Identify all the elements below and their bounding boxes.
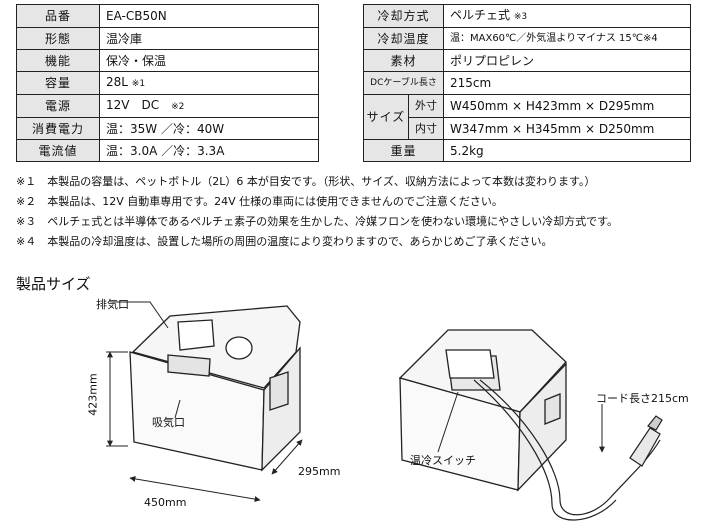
spec-note-ref: ※2 [171, 102, 185, 112]
spec-key: 消費電力 [16, 117, 100, 140]
footnote: ※３ ペルチェ式とは半導体であるペルチェ素子の効果を生かした、冷媒フロンを使わな… [16, 215, 619, 228]
spec-table: 品番 EA-CB50N 冷却方式 ペルチェ式 ※3 形態 温冷庫 冷却温度 温：… [16, 4, 691, 162]
switch-label: 温冷スイッチ [410, 454, 476, 467]
exhaust-label: 排気口 [96, 298, 129, 311]
plug-icon [629, 415, 663, 467]
spec-key: サイズ [363, 94, 409, 140]
spec-value-text: 28L [106, 75, 128, 89]
footnotes: ※１ 本製品の容量は、ペットボトル（2L）6 本が目安です。（形状、サイズ、収納… [16, 172, 618, 252]
section-title: 製品サイズ [16, 275, 91, 293]
spec-note-ref: ※3 [513, 12, 528, 22]
spec-key: 形態 [16, 27, 100, 50]
cord-length-label: コード長さ215cm [596, 392, 689, 405]
intake-label: 吸気口 [152, 416, 185, 429]
spec-value: 12V DC ※2 [99, 94, 319, 118]
footnote: ※４ 本製品の冷却温度は、設置した場所の周囲の温度により変わりますので、あらかじ… [16, 235, 553, 248]
footnote: ※１ 本製品の容量は、ペットボトル（2L）6 本が目安です。（形状、サイズ、収納… [16, 175, 596, 188]
spec-key: 重量 [363, 139, 444, 162]
cooler-open-view [398, 329, 567, 492]
footnote: ※２ 本製品は、12V 自動車専用です。24V 仕様の車両には使用できませんので… [16, 195, 503, 208]
height-dimension-label: 423mm [86, 373, 100, 416]
spec-key: 容量 [16, 71, 100, 95]
spec-key: 冷却方式 [363, 4, 444, 28]
spec-key: 冷却温度 [363, 27, 444, 50]
spec-value-text: ペルチェ式 [450, 8, 511, 22]
cooler-front-view [129, 305, 301, 472]
spec-value: ポリプロピレン [443, 49, 691, 72]
spec-value-text: 12V DC [106, 98, 160, 112]
spec-value: 5.2kg [443, 139, 691, 162]
table-gap [318, 117, 364, 140]
spec-value: 215cm [443, 71, 691, 95]
spec-note-ref: ※1 [131, 79, 146, 89]
spec-key: 電流値 [16, 139, 100, 162]
depth-dimension-label: 295mm [298, 465, 341, 478]
spec-key: 機能 [16, 49, 100, 72]
spec-value: W450mm × H423mm × D295mm [443, 94, 691, 118]
spec-key: 素材 [363, 49, 444, 72]
spec-value: 28L ※1 [99, 71, 319, 95]
width-dimension-label: 450mm [144, 496, 187, 509]
spec-value: 温：3.0A ／冷：3.3A [99, 139, 319, 162]
spec-subkey: 内寸 [408, 117, 444, 140]
spec-key: 品番 [16, 4, 100, 28]
